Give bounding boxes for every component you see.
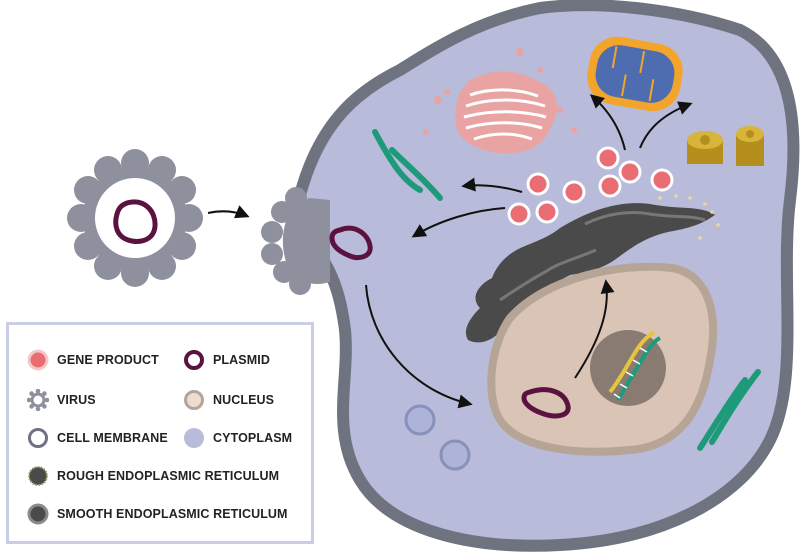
virus — [67, 149, 203, 287]
rough-er-swatch-icon — [28, 466, 48, 486]
vesicles — [404, 404, 471, 471]
legend-item-plasmid: PLASMID — [183, 349, 270, 371]
nucleus — [487, 262, 718, 456]
centrioles — [687, 126, 764, 166]
plasmid-entering — [329, 225, 373, 261]
legend-item-nucleus: NUCLEUS — [183, 389, 274, 411]
golgi-apparatus — [423, 48, 577, 154]
cytoskeleton — [372, 129, 761, 451]
legend: GENE PRODUCT PLASMID VIRUS NUCLEUS CELL … — [6, 322, 314, 544]
legend-item-smooth-er: SMOOTH ENDOPLASMIC RETICULUM — [27, 503, 288, 525]
plasmid-swatch-icon — [184, 350, 204, 370]
legend-label-cytoplasm: CYTOPLASM — [213, 431, 293, 445]
plasmid-in-nucleus — [521, 387, 571, 419]
legend-item-cell-membrane: CELL MEMBRANE — [27, 427, 168, 449]
process-arrows — [365, 94, 693, 409]
legend-item-rough-er: ROUGH ENDOPLASMIC RETICULUM — [27, 465, 279, 487]
legend-item-gene-product: GENE PRODUCT — [27, 349, 159, 371]
virus-swatch-icon — [27, 389, 49, 411]
legend-label-smooth-er: SMOOTH ENDOPLASMIC RETICULUM — [57, 507, 288, 521]
fusing-virus-body — [282, 198, 330, 284]
legend-label-nucleus: NUCLEUS — [213, 393, 275, 407]
cell-membrane-swatch-icon — [28, 428, 48, 448]
mitochondrion — [587, 36, 683, 112]
cytoplasm-swatch-icon — [184, 428, 204, 448]
dna-helix — [608, 330, 662, 401]
legend-label-cell-membrane: CELL MEMBRANE — [57, 431, 168, 445]
arrow-virus-to-cell — [207, 205, 250, 219]
legend-label-rough-er: ROUGH ENDOPLASMIC RETICULUM — [57, 469, 280, 483]
legend-label-virus: VIRUS — [57, 393, 96, 407]
legend-label-plasmid: PLASMID — [213, 353, 270, 367]
legend-item-virus: VIRUS — [27, 389, 96, 411]
smooth-er-swatch-icon — [27, 503, 49, 525]
legend-label-gene-product: GENE PRODUCT — [57, 353, 159, 367]
gene-products — [507, 146, 674, 226]
gene-product-swatch-icon — [27, 349, 49, 371]
viral-plasmid — [113, 199, 158, 244]
nucleus-swatch-icon — [184, 390, 204, 410]
legend-item-cytoplasm: CYTOPLASM — [183, 427, 292, 449]
